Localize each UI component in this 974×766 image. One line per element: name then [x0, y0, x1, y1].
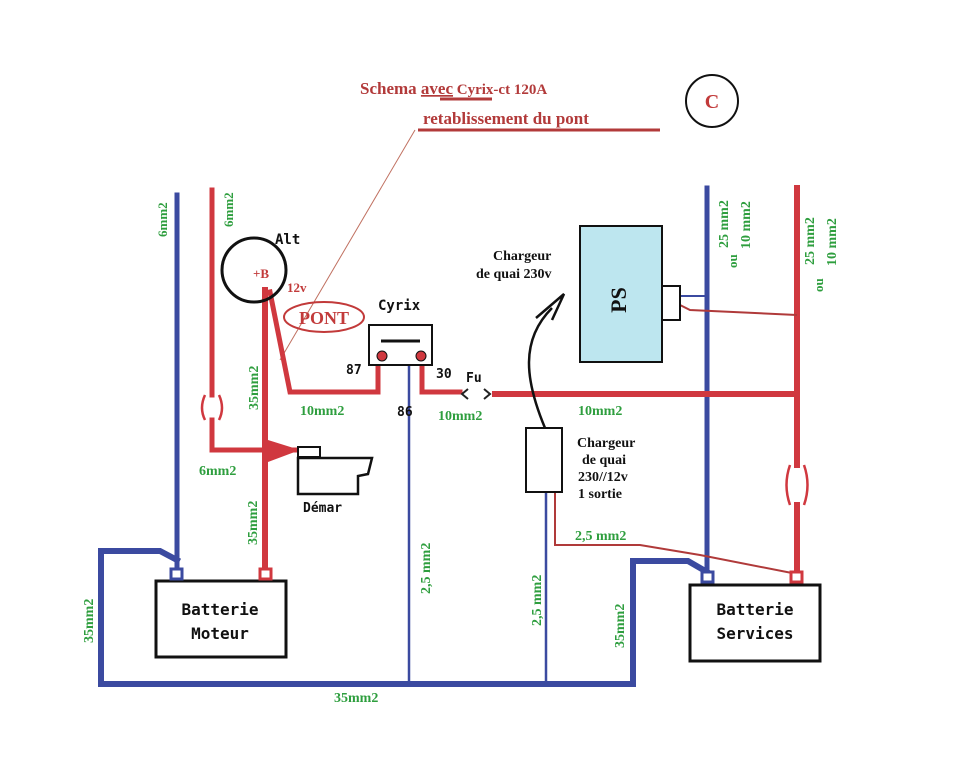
battery-motor-neg-terminal	[169, 567, 184, 581]
fuse-left-icon	[200, 394, 224, 421]
charger-box-line1: Chargeur	[577, 436, 635, 451]
fuse-right-icon	[785, 464, 809, 506]
battery-motor	[154, 579, 288, 659]
cyrix-terminal-30	[415, 350, 427, 362]
wire-red-10mm2-30	[419, 353, 463, 395]
battery-motor-pos-terminal	[258, 567, 273, 581]
arrow-to-starter	[268, 440, 300, 462]
pointer-line	[279, 129, 416, 361]
label-10mm2-right: 10mm2	[578, 404, 622, 419]
positive-wiring	[209, 185, 800, 578]
wire-red-2-5mm2	[554, 490, 798, 575]
charger-box	[525, 427, 563, 493]
badge-circle	[685, 74, 739, 128]
ps-connector	[661, 285, 681, 321]
charger-230-line1: Chargeur	[493, 249, 551, 264]
label-10mm2-left: 10mm2	[300, 404, 344, 419]
pont-ellipse	[283, 301, 365, 333]
label-35mm2-alt: 35mm2	[247, 366, 262, 410]
label-25mm2-blue-c: 10 mm2	[739, 201, 754, 249]
label-6mm2-bottom: 6mm2	[199, 464, 236, 479]
label-35mm2-bottom: 35mm2	[334, 691, 378, 706]
label-6mm2-red: 6mm2	[221, 192, 236, 227]
title-part-a: Schema	[360, 79, 421, 98]
battery-motor-line2: Moteur	[191, 624, 249, 643]
battery-motor-line1: Batterie	[181, 600, 258, 619]
pin-86-label: 86	[397, 405, 413, 420]
fuse-fu-icon	[460, 388, 492, 400]
pin-87-label: 87	[346, 363, 362, 378]
negative-wiring	[98, 185, 712, 687]
pont-label: PONT	[299, 308, 349, 328]
charger-box-line2: de quai	[582, 453, 626, 468]
alternator-label: Alt	[275, 232, 300, 248]
cyrix-label: Cyrix	[378, 298, 421, 314]
label-25mm2-blue-b: ou	[725, 254, 740, 268]
charger-box-line3: 230//12v	[578, 470, 628, 485]
title-part-c: Cyrix-ct 120A	[453, 82, 547, 98]
cyrix-terminal-87	[376, 350, 388, 362]
label-10mm2-mid: 10mm2	[438, 409, 482, 424]
battery-services-line2: Services	[716, 624, 793, 643]
label-35mm2-motor: 35mm2	[246, 501, 261, 545]
label-25mm2-red-a: 25 mm2	[803, 217, 818, 265]
charger-box-line4: 1 sortie	[578, 487, 622, 502]
badge-letter: C	[705, 91, 719, 113]
plug-icon	[535, 293, 566, 321]
wire-blue-35mm2-loop	[98, 548, 712, 687]
alternator-voltage-label: 12v	[287, 280, 307, 295]
ps-label: PS	[606, 287, 631, 313]
title-part-b: avec	[421, 79, 454, 98]
title-line-2: retablissement du pont	[423, 109, 589, 128]
svg-text:Schema avec Cyrix-ct 120A: Schema avec Cyrix-ct 120A	[360, 79, 547, 98]
label-25mm2-red-b: ou	[811, 278, 826, 292]
label-35mm2-services: 35mm2	[613, 604, 628, 648]
fuse-label: Fu	[466, 371, 482, 386]
wire-red-ps	[679, 304, 798, 316]
label-25mm2-red-c: 10 mm2	[825, 218, 840, 266]
label-2-5mm2-86: 2,5 mm2	[419, 543, 434, 594]
plug-cable	[527, 307, 553, 429]
label-35mm2-left: 35mm2	[82, 599, 97, 643]
wire-red-6mm2-bottom	[209, 417, 303, 453]
battery-services-pos-terminal	[789, 570, 804, 584]
charger-230-line2: de quai 230v	[476, 267, 551, 282]
starter-icon	[296, 446, 374, 496]
battery-services-line1: Batterie	[716, 600, 793, 619]
label-2-5mm2-horiz: 2,5 mm2	[575, 529, 626, 544]
label-25mm2-blue-a: 25 mm2	[717, 200, 732, 248]
diagram-title: Schema avec Cyrix-ct 120A retablissement…	[360, 79, 660, 132]
battery-services	[688, 583, 822, 663]
battery-services-neg-terminal	[700, 570, 715, 584]
pin-30-label: 30	[436, 367, 452, 382]
label-2-5mm2-charger: 2,5 mm2	[530, 575, 545, 626]
starter-label: Démar	[303, 501, 342, 516]
ps-box	[579, 225, 663, 363]
alternator-icon	[220, 236, 288, 304]
wire-red-10mm2-87	[267, 289, 381, 395]
label-6mm2-blue: 6mm2	[155, 202, 170, 237]
alternator-terminal-label: +B	[253, 266, 269, 281]
